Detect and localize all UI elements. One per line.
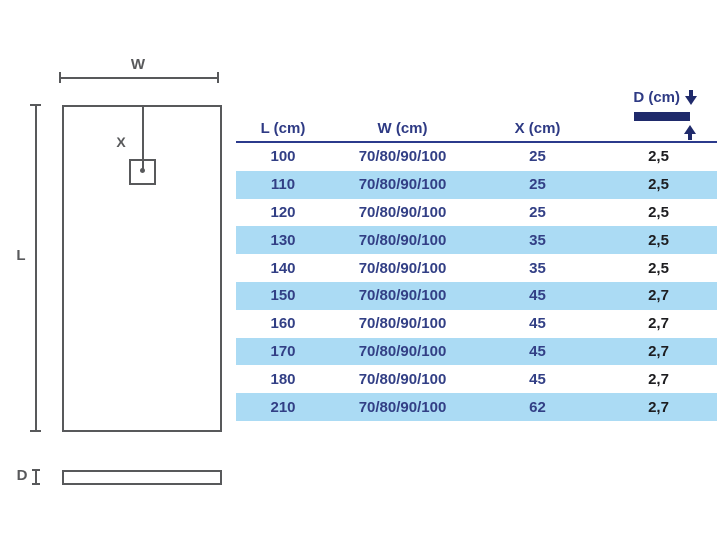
cell-drain-offset: 45: [529, 370, 546, 388]
side-view-outline: [62, 470, 222, 485]
cell-width: 70/80/90/100: [358, 148, 447, 166]
table-row: 180 70/80/90/100 45 2,7: [236, 365, 717, 393]
cell-length: 160: [270, 315, 296, 333]
cell-depth: 2,5: [648, 259, 669, 277]
cell-drain-offset: 35: [529, 259, 546, 277]
drain-offset-label: X: [116, 134, 126, 150]
length-dimension-tick: [30, 430, 41, 432]
length-label: L: [16, 247, 26, 264]
depth-header-text: D (cm): [633, 89, 680, 106]
cell-drain-offset: 45: [529, 342, 546, 360]
width-label: W: [130, 56, 146, 73]
cell-drain-offset: 25: [529, 148, 546, 166]
table-row: 210 70/80/90/100 62 2,7: [236, 393, 717, 421]
cell-length: 110: [270, 176, 296, 194]
width-dimension-tick: [217, 72, 219, 83]
arrow-down-icon: [685, 90, 697, 105]
cell-depth: 2,5: [648, 203, 669, 221]
header-divider: [236, 141, 717, 143]
cell-length: 120: [270, 203, 296, 221]
cell-drain-offset: 35: [529, 231, 546, 249]
cell-depth: 2,5: [648, 231, 669, 249]
cell-length: 210: [270, 398, 296, 416]
cell-width: 70/80/90/100: [358, 315, 447, 333]
width-dimension-tick: [59, 72, 61, 83]
table-row: 120 70/80/90/100 25 2,5: [236, 199, 717, 227]
cell-length: 140: [270, 259, 296, 277]
cell-depth: 2,7: [648, 287, 669, 305]
column-header-length: L (cm): [260, 120, 306, 137]
cell-width: 70/80/90/100: [358, 259, 447, 277]
cell-depth: 2,5: [648, 148, 669, 166]
depth-dimension-tick: [32, 469, 40, 471]
cell-width: 70/80/90/100: [358, 398, 447, 416]
table-row: 110 70/80/90/100 25 2,5: [236, 170, 717, 199]
cell-length: 100: [270, 148, 296, 166]
length-dimension-line: [35, 105, 37, 432]
drain-center-dot: [140, 168, 145, 173]
cell-length: 150: [270, 287, 296, 305]
cell-length: 170: [270, 342, 296, 360]
cell-length: 130: [270, 231, 296, 249]
cell-depth: 2,7: [648, 342, 669, 360]
cell-drain-offset: 25: [529, 176, 546, 194]
depth-label: D: [16, 467, 28, 484]
cell-width: 70/80/90/100: [358, 203, 447, 221]
depth-dimension-line: [35, 469, 37, 485]
table-row: 160 70/80/90/100 45 2,7: [236, 310, 717, 338]
drain-center-line: [142, 106, 144, 170]
cell-drain-offset: 62: [529, 398, 546, 416]
cell-drain-offset: 25: [529, 203, 546, 221]
depth-dimension-tick: [32, 483, 40, 485]
cell-width: 70/80/90/100: [358, 176, 447, 194]
column-header-width: W (cm): [377, 120, 428, 137]
cell-width: 70/80/90/100: [358, 370, 447, 388]
cell-depth: 2,7: [648, 370, 669, 388]
table-row: 170 70/80/90/100 45 2,7: [236, 337, 717, 366]
cell-width: 70/80/90/100: [358, 342, 447, 360]
cell-drain-offset: 45: [529, 287, 546, 305]
table-row: 150 70/80/90/100 45 2,7: [236, 281, 717, 310]
cell-drain-offset: 45: [529, 315, 546, 333]
length-dimension-tick: [30, 104, 41, 106]
table-row: 140 70/80/90/100 35 2,5: [236, 254, 717, 282]
table-row: 100 70/80/90/100 25 2,5: [236, 143, 717, 171]
depth-dimension-tick: [32, 469, 40, 485]
arrow-up-icon: [684, 125, 696, 140]
column-header-drain-offset: X (cm): [514, 120, 561, 137]
depth-bar-icon: [634, 112, 690, 121]
cell-width: 70/80/90/100: [358, 231, 447, 249]
cell-length: 180: [270, 370, 296, 388]
cell-depth: 2,5: [648, 176, 669, 194]
cell-depth: 2,7: [648, 315, 669, 333]
cell-width: 70/80/90/100: [358, 287, 447, 305]
table-row: 130 70/80/90/100 35 2,5: [236, 226, 717, 255]
size-table-rows: 100 70/80/90/100 25 2,5 110 70/80/90/100…: [236, 143, 717, 421]
size-table: L (cm) W (cm) X (cm) D (cm) 100 70/80/90…: [236, 88, 717, 423]
column-header-depth: D (cm): [633, 89, 697, 106]
cell-depth: 2,7: [648, 398, 669, 416]
width-dimension-line: [60, 77, 219, 79]
